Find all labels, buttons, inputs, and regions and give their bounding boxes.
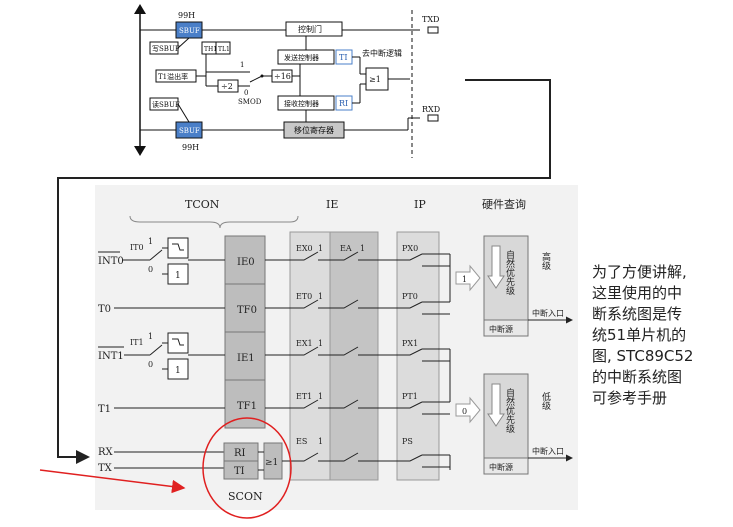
sbuf-top-addr: 99H — [178, 11, 195, 20]
svg-text:1: 1 — [148, 332, 153, 341]
svg-text:IT0: IT0 — [130, 243, 144, 252]
t0-label: T0 — [98, 304, 111, 315]
write-sbuf-label: 写SBUF — [152, 45, 180, 53]
svg-text:中断入口: 中断入口 — [532, 446, 564, 456]
ie-bit: EX1 — [296, 339, 313, 348]
priority-high-block: 自然优先级 中断源 高级 中断入口 — [483, 235, 573, 337]
svg-text:1: 1 — [175, 366, 181, 376]
svg-text:0: 0 — [462, 407, 467, 416]
hw-query-header: 硬件查询 — [482, 197, 526, 211]
ie-bit: ET1 — [296, 392, 312, 401]
svg-text:1: 1 — [318, 339, 323, 348]
svg-text:≥1: ≥1 — [369, 75, 381, 84]
svg-text:1: 1 — [318, 392, 323, 401]
ip-bit: PX0 — [402, 244, 418, 253]
tl1-label: TL1 — [218, 46, 230, 53]
explanation-line: 统51单片机的 — [592, 326, 687, 344]
explanation-line: 的中断系统图 — [592, 368, 683, 386]
svg-text:1: 1 — [462, 275, 467, 284]
ie-bit: EX0 — [296, 244, 313, 253]
natural-priority-label: 自然优先级 — [504, 249, 515, 296]
svg-text:1: 1 — [318, 244, 323, 253]
scon-label: SCON — [228, 490, 263, 503]
low-label: 低级 — [540, 391, 551, 411]
svg-text:1: 1 — [318, 292, 323, 301]
explanation-line: 图, STC89C52 — [592, 347, 694, 365]
tcon-flag: IE1 — [237, 353, 255, 364]
ip-header: IP — [414, 198, 426, 211]
explanation-line: 这里使用的中 — [592, 284, 683, 302]
svg-text:IT1: IT1 — [130, 338, 144, 347]
th1-label: TH1 — [204, 46, 217, 53]
explanation-line: 可参考手册 — [592, 389, 668, 407]
rx-label: RX — [98, 447, 114, 458]
svg-text:1: 1 — [318, 437, 323, 446]
tcon-flag: TF0 — [237, 305, 257, 316]
txd-label: TXD — [422, 15, 439, 24]
svg-text:0: 0 — [148, 265, 153, 274]
ea-label: EA — [340, 244, 352, 253]
svg-text:中断源: 中断源 — [489, 324, 513, 334]
svg-text:RI: RI — [234, 448, 246, 459]
ip-bit: PX1 — [402, 339, 418, 348]
svg-text:0: 0 — [244, 89, 248, 97]
svg-text:1: 1 — [148, 237, 153, 246]
svg-text:移位寄存器: 移位寄存器 — [294, 125, 334, 135]
ip-bit: PS — [402, 437, 413, 446]
tx-label: TX — [98, 463, 113, 474]
int0-label: INT0 — [98, 256, 124, 267]
connector-line — [57, 79, 551, 464]
svg-text:控制门: 控制门 — [298, 24, 322, 34]
int-entry-label: 中断入口 — [532, 308, 564, 318]
tcon-flag: IE0 — [237, 257, 255, 268]
smod-label: SMOD — [238, 98, 262, 106]
tcon-flag: TF1 — [237, 401, 257, 412]
svg-text:TI: TI — [339, 53, 348, 62]
div2-label: ÷2 — [221, 82, 233, 91]
svg-text:接收控制器: 接收控制器 — [284, 99, 319, 108]
scon-highlight-circle — [202, 417, 292, 519]
svg-text:≥1: ≥1 — [265, 458, 278, 468]
ip-bit: PT1 — [402, 392, 418, 401]
svg-text:RI: RI — [339, 99, 348, 108]
rxd-label: RXD — [422, 105, 440, 114]
t1-overflow-label: T1溢出率 — [158, 72, 188, 81]
ip-bit: PT0 — [402, 292, 418, 301]
svg-text:0: 0 — [148, 360, 153, 369]
priority-low-block: 自然优先级 中断源 低级 中断入口 — [483, 373, 573, 475]
ie-bit: ES — [296, 437, 307, 446]
tcon-header: TCON — [185, 198, 220, 211]
explanation-line: 断系统图是传 — [592, 305, 683, 323]
tcon-flags: IE0 TF0 IE1 TF1 — [224, 235, 266, 429]
svg-text:1: 1 — [240, 61, 244, 69]
interrupt-system-diagram: TCON IE IP 硬件查询 IE0 TF0 IE1 TF1 INT0 IT0… — [95, 185, 578, 510]
div16-label: ÷16 — [274, 72, 291, 81]
svg-text:发送控制器: 发送控制器 — [284, 53, 319, 62]
ie-bit: ET0 — [296, 292, 312, 301]
svg-text:中断源: 中断源 — [489, 462, 513, 472]
red-arrow — [39, 469, 186, 494]
int1-label: INT1 — [98, 351, 124, 362]
svg-text:TI: TI — [234, 466, 245, 477]
ie-header: IE — [326, 198, 338, 211]
sbuf-bottom-label: SBUF — [179, 127, 200, 135]
sbuf-top-label: SBUF — [179, 27, 200, 35]
svg-text:1: 1 — [360, 244, 365, 253]
high-label: 高级 — [540, 251, 551, 271]
svg-text:1: 1 — [175, 271, 181, 281]
t1-label: T1 — [98, 404, 111, 415]
scon-block: RI TI ≥1 SCON — [223, 442, 283, 503]
control-gate-box — [285, 21, 343, 37]
explanation-line: 为了方便讲解, — [592, 263, 687, 281]
read-sbuf-label: 读SBUF — [152, 100, 180, 109]
sbuf-bottom-addr: 99H — [182, 143, 199, 152]
svg-text:自然优先级: 自然优先级 — [504, 387, 515, 434]
explanation-text: 为了方便讲解, 这里使用的中 断系统图是传 统51单片机的 图, STC89C5… — [592, 262, 732, 409]
serial-port-diagram: SBUF 99H 写SBUF T1溢出率 TH1 TL1 ÷2 1 0 SMOD… — [108, 0, 465, 163]
to-interrupt-label: 去中断逻辑 — [362, 48, 402, 58]
